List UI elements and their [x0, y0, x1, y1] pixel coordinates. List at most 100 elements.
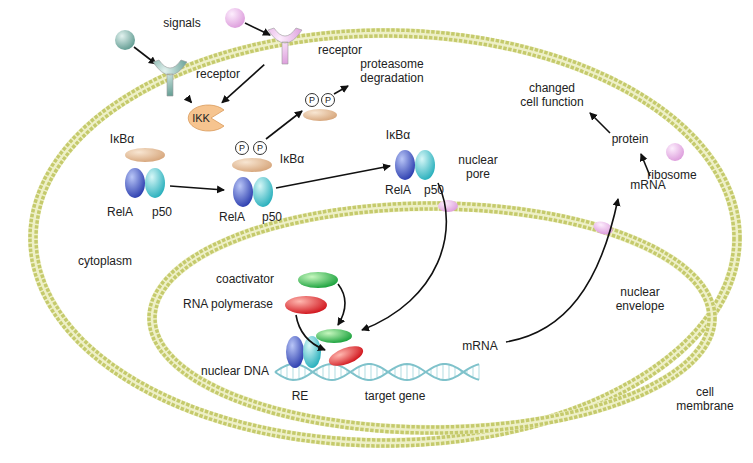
arrow [276, 166, 390, 188]
envelope-band [152, 206, 712, 430]
dna-rung [286, 365, 287, 378]
arrow [590, 113, 610, 133]
receptor-node: receptor [150, 58, 190, 98]
p50-protein [253, 177, 273, 207]
rela-protein [286, 336, 304, 368]
label-text: RelA [107, 206, 133, 220]
arrow [338, 284, 345, 325]
arrow [334, 86, 348, 94]
ikba-protein [303, 109, 337, 121]
arrow [245, 23, 270, 35]
connector-arrow [188, 99, 191, 103]
receptor-label: receptor [196, 67, 240, 81]
label-text: p50 [262, 211, 282, 225]
phosphate-circle: P [305, 93, 319, 107]
dna-rung [304, 367, 305, 377]
label-text: p50 [424, 184, 444, 198]
nuclear-pore [438, 200, 458, 212]
polymerase-protein [285, 296, 327, 314]
label-text: nuclear pore [455, 154, 501, 182]
arrow [266, 111, 302, 139]
membrane-band [33, 33, 737, 443]
ikba-protein [125, 148, 165, 162]
rela-protein [233, 177, 253, 207]
receptor-outline [153, 60, 187, 96]
label-text: RelA [219, 211, 245, 225]
phosphate-label: P [325, 95, 331, 105]
phosphate-label: P [309, 95, 315, 105]
dna-rung [334, 364, 335, 379]
dna-rung [448, 365, 449, 380]
dna-rung [358, 367, 359, 378]
envelope-beads [155, 209, 709, 427]
dna-rung [322, 366, 323, 378]
label-text: ribosome [647, 169, 696, 183]
dna-rung [364, 364, 365, 379]
dna-rung [298, 365, 299, 380]
label-text: IκBα [110, 133, 134, 147]
signal-sphere [225, 8, 245, 28]
p50-protein [145, 168, 165, 198]
arrows [134, 23, 650, 350]
label-text: mRNA [462, 340, 497, 354]
dna-rung [376, 366, 377, 379]
ikk-outline [188, 105, 224, 131]
arrow [506, 199, 618, 342]
dna-rung [412, 365, 413, 379]
label-text: signals [163, 17, 200, 31]
label-text: proteasome degradation [358, 58, 426, 86]
ribosome-sphere [666, 143, 684, 161]
label-text: nuclear DNA [201, 365, 269, 379]
phosphate-circle: P [321, 93, 335, 107]
dna-strand [275, 364, 479, 380]
nuclear-envelope [149, 203, 715, 433]
arrow [296, 315, 325, 350]
membrane-beads [30, 30, 740, 446]
dna-rung [328, 364, 329, 380]
dna-strand [275, 364, 479, 380]
dna-rung [472, 366, 473, 377]
receptor-outline [268, 28, 302, 64]
dna-rung [454, 367, 455, 377]
dna-rung [406, 364, 407, 380]
label-text: IκBα [386, 129, 410, 143]
dna-rung [400, 365, 401, 379]
p50-protein [303, 336, 321, 368]
receptor-shape [150, 58, 190, 98]
receptor-shape [265, 26, 305, 66]
kinase-node: IKK [184, 104, 226, 132]
label-text: RE [292, 390, 309, 404]
phosphate-label: P [257, 143, 263, 153]
envelope-beads [149, 203, 715, 433]
receptor-node: receptor [265, 26, 305, 66]
label-text: IκBα [280, 153, 304, 167]
dna-rung [478, 364, 479, 379]
signal-sphere [115, 30, 135, 50]
coactivator-protein [298, 272, 338, 288]
label-text: protein [612, 133, 649, 147]
polymerase-protein [326, 342, 365, 369]
ikk-label: IKK [192, 112, 210, 124]
rela-protein [125, 168, 145, 198]
label-text: nuclear envelope [614, 286, 666, 314]
dna-rung [370, 364, 371, 380]
arrow [170, 186, 224, 190]
dna-rung [340, 366, 341, 377]
receptor-label: receptor [318, 43, 362, 57]
coactivator-protein [316, 329, 352, 343]
dna-helix [275, 364, 479, 380]
label-text: RNA polymerase [183, 298, 273, 312]
label-text: p50 [152, 206, 172, 220]
label-text: cell membrane [675, 386, 735, 414]
label-text: RelA [385, 184, 411, 198]
arrow [134, 47, 156, 64]
dna-rung [436, 366, 437, 379]
label-text: coactivator [216, 273, 274, 287]
membrane-beads [36, 36, 734, 440]
label-text: cytoplasm [78, 255, 132, 269]
cell-membrane [30, 30, 740, 446]
phosphate-circle: P [235, 141, 249, 155]
label-text: target gene [365, 390, 426, 404]
dna-rung [442, 364, 443, 380]
